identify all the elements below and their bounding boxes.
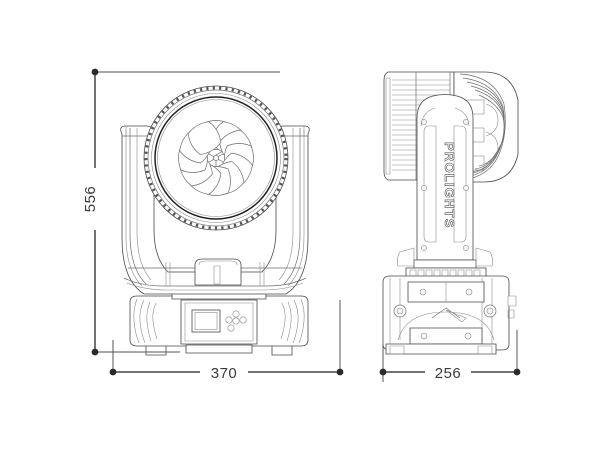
dimension-width-370: 370 [109,300,344,382]
side-lower-screw-l [420,332,428,340]
yoke-arm-screw-tr [463,119,469,125]
led-ring-outer [178,120,254,196]
side-foot-right [477,345,493,355]
yoke-arm-top-curve-right [454,107,470,127]
front-base-edge-right4 [280,302,286,340]
cooling-inner-arc-2 [485,131,499,165]
front-base-edge-right [298,298,305,344]
cooling-inner-arc-1 [485,103,499,137]
yoke-bridge-bottom [123,277,307,287]
front-base-edge-left [133,298,140,344]
dim-370-label: 370 [211,365,238,382]
button-enter[interactable] [232,317,240,325]
lens-rim [154,96,278,220]
front-base-edge-left2 [139,299,146,344]
dimension-height-556: 556 [82,68,280,356]
side-view: PROLIGHTS [382,71,519,355]
heatsink-backplate [385,77,391,175]
side-base-bolt-right-inner [486,307,494,315]
cooling-fin-curve-6 [478,94,505,167]
brand-label: PROLIGHTS [442,142,457,229]
button-right[interactable] [239,316,247,324]
side-plate-screw-ul [419,288,427,296]
dim-256-dot-left [379,368,387,376]
front-base-edge-left4 [152,302,158,340]
side-foot-left [389,345,405,355]
control-panel-inner [184,302,254,342]
yoke-left-inner-edge3 [125,130,143,287]
yoke-arm-top-curve-left [420,107,436,127]
front-base-edge-right2 [292,299,299,344]
yoke-arm-relief-right [453,125,467,243]
head-housing-ring2 [147,89,285,227]
dimension-depth-256: 256 [379,330,521,382]
head-housing-ring3 [151,93,281,223]
yoke-left-inner-edge [129,128,147,285]
dim-556-dot-bottom [91,348,99,356]
button-up[interactable] [232,310,240,318]
dim-556-label: 556 [82,186,99,213]
button-down[interactable] [227,324,235,332]
front-base-assembly [129,289,309,356]
side-base-arrow-wing [445,309,467,323]
side-base-arrow [431,307,461,319]
yoke-left-inner-edge2 [136,128,152,281]
dim-370-dot-left [109,368,117,376]
yoke-bridge-bottom2 [126,282,304,291]
yoke-arm-outline [416,94,474,261]
lens-rim-inner [157,99,275,217]
side-base-bolt-left-inner [396,307,404,315]
yoke-arm-screw-br [463,245,469,251]
base-bottom-strip [185,344,253,354]
yoke-center-slot [213,265,221,285]
front-view [120,85,310,356]
yoke-arm-bracket-right [475,247,493,267]
side-base-connector2 [507,309,515,319]
yoke-center-bracket-inner [198,260,238,266]
head-rim-fastener-texture [144,86,288,230]
dim-256-dot-right [513,368,521,376]
front-foot-left [145,344,167,356]
side-base-inner-arc [397,311,495,341]
front-base-edge-right3 [286,301,292,342]
yoke-arm-screw-ml [421,185,427,191]
side-base-foot-bar [385,343,497,355]
yoke-arm-baseplate [413,259,477,269]
yoke-arm-screw-tl [421,119,427,125]
lcd-display-screen [194,312,218,330]
button-left[interactable] [225,316,233,324]
yoke-arm-bracket-left [397,247,415,267]
dimension-annotations: 556 370 256 [82,68,521,382]
led-array [178,120,254,196]
side-base-connector [507,295,517,307]
dim-370-dot-right [336,368,344,376]
cooling-fin-curve-1 [459,73,506,181]
yoke-arm-relief-left [423,125,437,243]
front-head-assembly [143,85,289,231]
lcd-display[interactable] [191,309,221,333]
yoke-right-inner-edge [283,128,301,285]
yoke-arm-screw-bl [421,245,427,251]
yoke-arm-screw-mr [463,185,469,191]
front-base-edge-left3 [146,301,152,342]
side-base-assembly [382,267,517,355]
side-lower-screw-r [464,332,472,340]
side-plate-screw-ur [465,288,473,296]
front-foot-right [271,344,293,356]
led-cell-outer-12 [187,121,222,155]
yoke-right-inner-edge3 [287,130,305,287]
yoke-right-inner-edge2 [278,128,294,281]
side-yoke-arm: PROLIGHTS [397,94,493,269]
dim-256-label: 256 [435,365,462,382]
dim-556-dot-top [91,68,99,76]
